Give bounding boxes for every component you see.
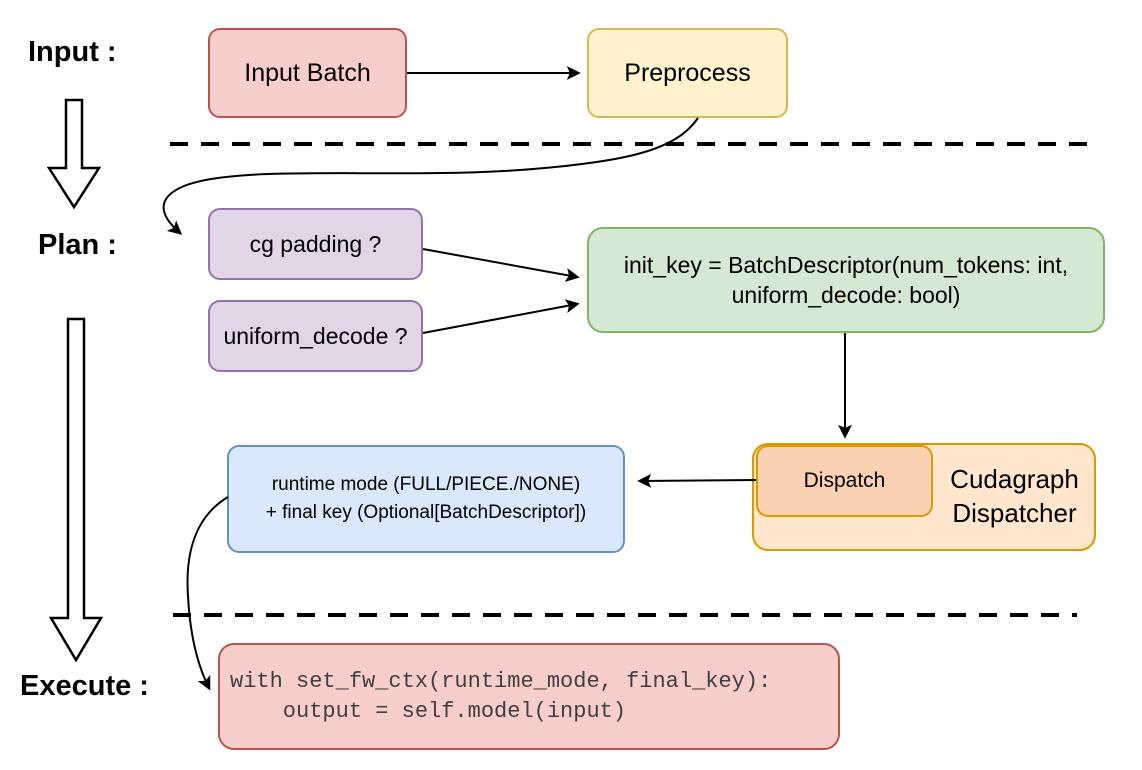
node-cg-padding: cg padding ?: [208, 208, 423, 280]
node-init-key-line2: uniform_decode: bool): [731, 282, 961, 308]
node-cg-padding-label: cg padding ?: [249, 230, 382, 257]
node-runtime-mode-line2: + final key (Optional[BatchDescriptor]): [265, 502, 587, 523]
cudagraph-label-line1: Cudagraph: [950, 464, 1079, 494]
node-runtime-mode-line1: runtime mode (FULL/PIECE./NONE): [271, 474, 581, 495]
big-down-arrow-plan-to-execute: [48, 317, 104, 663]
node-dispatch: Dispatch: [756, 445, 933, 517]
node-uniform-decode: uniform_decode ?: [208, 300, 423, 372]
node-runtime-mode: runtime mode (FULL/PIECE./NONE) + final …: [227, 445, 625, 553]
node-uniform-decode-label: uniform_decode ?: [223, 322, 408, 349]
node-input-batch: Input Batch: [208, 28, 407, 118]
node-preprocess: Preprocess: [587, 28, 788, 118]
arrow-uniform-decode-to-init-key: [422, 299, 580, 334]
node-dispatch-label: Dispatch: [803, 469, 886, 492]
node-init-key: init_key = BatchDescriptor(num_tokens: i…: [587, 227, 1105, 333]
section-label-execute: Execute :: [20, 670, 149, 702]
cudagraph-label-line2: Dispatcher: [952, 498, 1077, 528]
execute-code-line1: with set_fw_ctx(runtime_mode, final_key)…: [230, 668, 772, 694]
execute-code-line2: output = self.model(input): [230, 698, 627, 724]
section-label-input: Input :: [28, 36, 117, 68]
node-preprocess-label: Preprocess: [624, 58, 751, 87]
node-init-key-line1: init_key = BatchDescriptor(num_tokens: i…: [623, 252, 1069, 278]
node-execute-code: with set_fw_ctx(runtime_mode, final_key)…: [218, 643, 840, 750]
section-label-plan: Plan :: [38, 229, 117, 261]
node-cudagraph-dispatcher-label: Cudagraph Dispatcher: [933, 462, 1096, 530]
node-input-batch-label: Input Batch: [244, 58, 371, 87]
arrow-dispatch-to-runtime-mode: [637, 473, 757, 488]
arrow-cg-padding-to-init-key: [422, 248, 580, 282]
big-down-arrow-input-to-plan: [46, 98, 102, 210]
